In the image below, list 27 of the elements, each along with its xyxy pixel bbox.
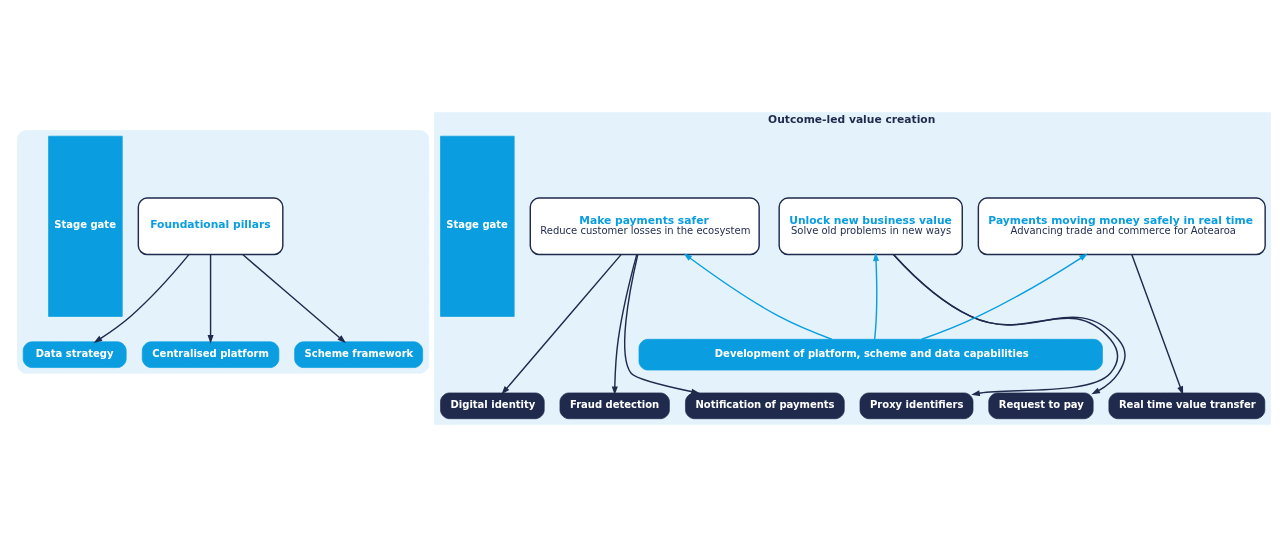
node-box: Scheme framework	[294, 340, 423, 368]
node-box: Stage gate	[440, 135, 515, 317]
node-box: Real time value transfer	[1108, 392, 1266, 419]
arrow	[921, 253, 1088, 340]
arrow	[207, 253, 214, 344]
node-box: Foundational pillars	[137, 196, 284, 255]
node-box: Make payments safer Reduce customer losses in the ecosystem	[529, 196, 760, 255]
node-box: Request to pay	[988, 392, 1094, 419]
node-box: Data strategy	[22, 340, 127, 368]
node-box: Digital identity	[440, 392, 545, 419]
node-box: Payments moving money safely in real time Advancing trade and commerce for Aotearoa	[977, 196, 1266, 255]
arrow	[93, 253, 190, 343]
arrow	[501, 253, 622, 395]
node-box: Development of platform, scheme and data capabilities	[638, 338, 1103, 370]
arrow	[623, 253, 700, 395]
cluster	[17, 129, 430, 374]
arrow	[1131, 253, 1184, 395]
node-box: Fraud detection	[559, 392, 670, 419]
arrow	[242, 253, 346, 343]
arrow	[873, 251, 880, 340]
node-box: Stage gate	[48, 135, 123, 317]
node-box: Centralised platform	[141, 340, 280, 368]
node-box: Proxy identifiers	[859, 392, 974, 419]
arrow	[683, 252, 833, 340]
node-box: Unlock new business value Solve old problems in new ways	[778, 196, 963, 255]
node-box: Notification of payments	[685, 392, 845, 419]
arrow	[611, 253, 638, 395]
